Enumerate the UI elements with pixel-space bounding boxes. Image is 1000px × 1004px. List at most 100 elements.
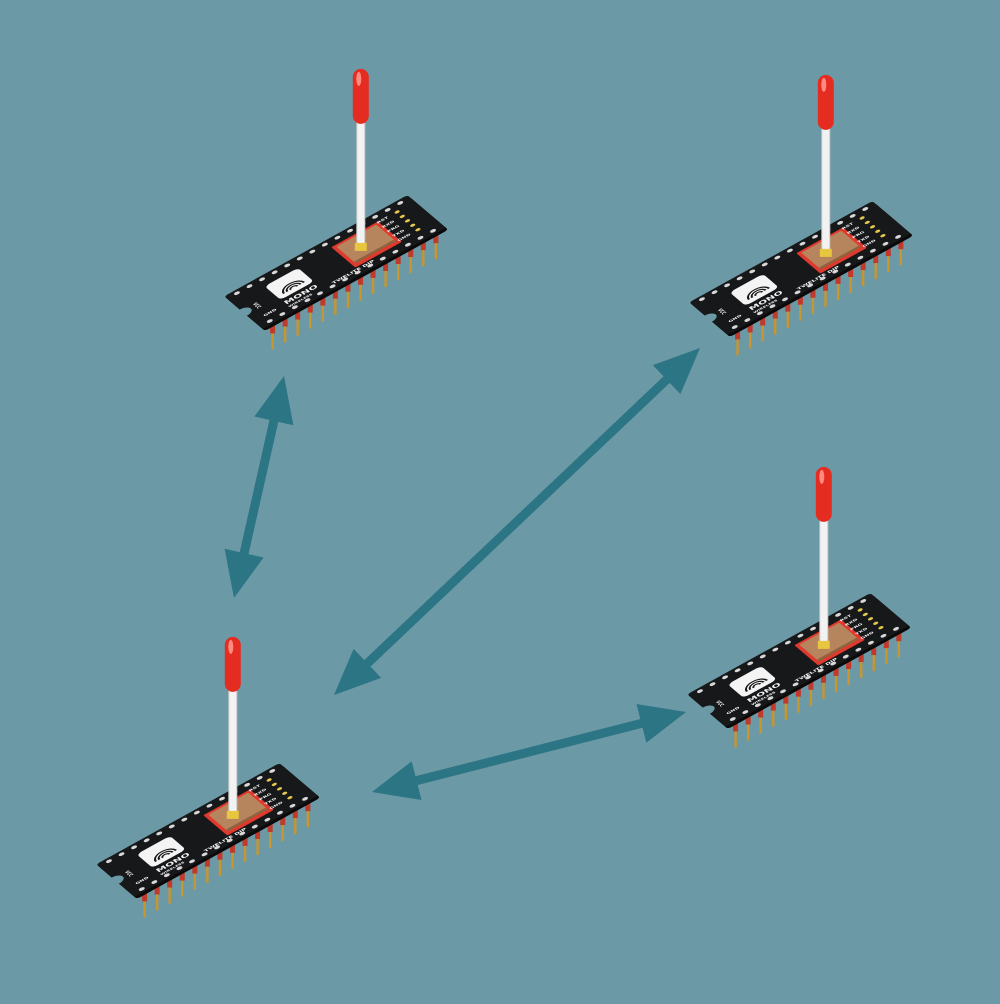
antenna-base xyxy=(354,242,367,251)
pin-front xyxy=(885,648,888,665)
pin-front xyxy=(281,825,284,842)
solder-pad xyxy=(404,242,411,247)
arrow-head-start xyxy=(254,376,294,426)
solder-pad xyxy=(214,845,221,850)
pin-label: PRG xyxy=(258,792,273,801)
gnd-label: GND xyxy=(134,876,150,886)
pin-front xyxy=(193,873,197,890)
pin-label: RXD xyxy=(381,220,396,229)
pin-front xyxy=(733,723,739,732)
mono-wireless-logo xyxy=(729,667,776,697)
pin-front xyxy=(218,859,222,876)
pin-front xyxy=(334,298,337,315)
pin-front xyxy=(809,689,813,706)
pin-front xyxy=(408,249,414,258)
pin-label: RXD xyxy=(253,788,268,797)
pin-front xyxy=(370,269,376,278)
pin-front xyxy=(296,319,299,336)
solder-pad xyxy=(794,290,801,295)
solder-pad xyxy=(786,248,793,253)
solder-pad xyxy=(256,776,263,780)
solder-pad xyxy=(329,284,336,289)
solder-pad xyxy=(805,675,812,680)
pin-front xyxy=(280,817,286,826)
solder-pad xyxy=(118,852,125,857)
pin-front xyxy=(770,702,776,711)
pin-front xyxy=(396,264,400,281)
gnd-label: GND xyxy=(725,706,741,716)
pin-label: PRG xyxy=(849,622,864,631)
pin-front xyxy=(772,310,778,319)
solder-pad xyxy=(747,661,754,666)
solder-pad xyxy=(699,297,705,301)
solder-pad xyxy=(837,221,844,225)
solder-pad xyxy=(769,304,776,309)
pin-front xyxy=(772,710,775,727)
arrow-head-start xyxy=(372,761,422,801)
pin-front xyxy=(885,248,891,257)
solder-pad xyxy=(347,228,353,233)
pin-front xyxy=(154,886,160,895)
wifi-icon xyxy=(282,280,305,294)
solder-pad xyxy=(847,606,854,610)
pin-front xyxy=(320,297,326,306)
pin-label: RST xyxy=(841,221,856,230)
antenna-base xyxy=(817,640,830,649)
solder-pad xyxy=(251,824,258,829)
solder-pad xyxy=(797,633,804,638)
pin-front xyxy=(858,654,864,663)
shield-can-edge xyxy=(816,637,859,662)
pin-front xyxy=(267,824,273,833)
wifi-icon xyxy=(747,286,770,300)
solder-pad xyxy=(284,263,291,268)
pin-front xyxy=(896,633,902,642)
antenna-cap-highlight xyxy=(356,71,362,86)
solder-pad xyxy=(862,207,869,211)
antenna xyxy=(817,74,834,257)
pin-front xyxy=(294,818,297,835)
pin-front xyxy=(761,325,764,342)
solder-pad xyxy=(830,661,837,666)
pin-front xyxy=(181,880,184,897)
pin-front xyxy=(824,290,827,307)
pin-label: GND xyxy=(269,801,285,811)
pin-front xyxy=(849,276,852,293)
pin-front xyxy=(168,887,171,904)
solder-pad xyxy=(759,654,766,659)
pin-front xyxy=(142,893,148,902)
pin-front xyxy=(810,289,816,298)
solder-pad xyxy=(835,613,842,617)
pin-front xyxy=(243,845,247,862)
antenna-base xyxy=(226,810,239,819)
solder-pad xyxy=(799,241,806,246)
pin-front xyxy=(271,333,274,350)
antenna-base xyxy=(819,248,832,257)
vcc-label: VCC xyxy=(250,302,262,310)
pin-front xyxy=(748,332,752,349)
pin-front xyxy=(395,256,401,265)
pin-front xyxy=(143,901,146,918)
solder-pad xyxy=(417,235,424,240)
pin-front xyxy=(836,283,840,300)
solder-pad xyxy=(842,654,849,659)
test-pad xyxy=(415,228,421,232)
pin-front xyxy=(822,682,825,699)
link-arrow-top-left-bottom-left xyxy=(224,376,294,598)
pin-front xyxy=(295,311,301,320)
pin-front xyxy=(848,268,854,277)
solder-pad xyxy=(317,291,323,296)
solder-pad xyxy=(219,796,225,801)
solder-pad xyxy=(869,248,876,253)
pin-front xyxy=(321,305,325,322)
test-pad xyxy=(404,219,411,223)
pin-front xyxy=(383,262,389,271)
pin-label: TXD xyxy=(856,235,871,244)
solder-pad xyxy=(729,717,736,721)
test-pad xyxy=(276,787,283,791)
solder-pad xyxy=(181,817,188,822)
pin-front xyxy=(345,283,351,292)
solder-pad xyxy=(239,831,246,836)
pin-front xyxy=(268,832,272,849)
pin-front xyxy=(783,695,789,704)
mono-wireless-logo xyxy=(266,269,313,299)
